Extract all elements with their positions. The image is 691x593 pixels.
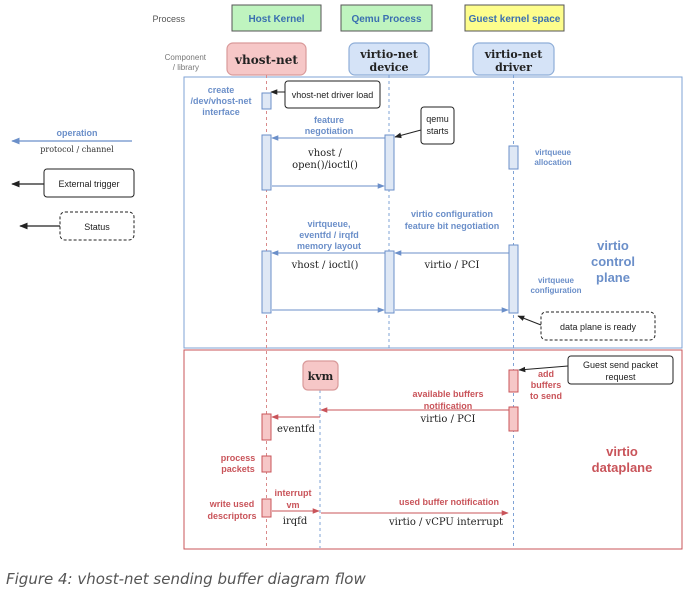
device-activation-layout xyxy=(384,250,395,314)
driver-activation-add-buffers xyxy=(508,369,519,393)
virtio-net-device-label-2: device xyxy=(370,61,409,74)
process-guest: Guest kernel space xyxy=(469,14,561,25)
avail-buffers-label-2: notification xyxy=(424,401,473,411)
vhost-activation-write xyxy=(261,498,272,518)
process-packets-label-1: process xyxy=(221,453,256,463)
guest-send-arrow xyxy=(518,365,569,373)
dataplane-label-1: virtio xyxy=(606,444,638,459)
dataplane-frame xyxy=(183,349,683,550)
component-label-sub: / library xyxy=(173,63,199,72)
data-plane-ready-label: data plane is ready xyxy=(560,322,637,332)
eventfd-label: eventfd xyxy=(277,424,316,435)
figure-caption: Figure 4: vhost-net sending buffer diagr… xyxy=(6,570,366,588)
avail-buffers-label-1: available buffers xyxy=(412,389,483,399)
vhost-activation-eventfd xyxy=(261,413,272,441)
vhost-activation-process xyxy=(261,455,272,473)
virtio-pci-label: virtio / PCI xyxy=(424,260,480,271)
vcpu-interrupt-label: virtio / vCPU interrupt xyxy=(388,517,503,528)
dataplane-label-2: dataplane xyxy=(592,460,653,475)
control-plane-label-3: plane xyxy=(596,270,630,285)
process-packets-label-2: packets xyxy=(221,464,255,474)
add-buffers-label-2: buffers xyxy=(531,380,562,390)
vq-alloc-label-1: virtqueue xyxy=(535,148,572,157)
guest-send-label-1: Guest send packet xyxy=(583,360,659,370)
vq-layout-label-2: eventfd / irqfd xyxy=(299,230,359,240)
virtio-net-driver-label-1: virtio-net xyxy=(484,48,544,61)
vq-config-label-2: configuration xyxy=(530,286,581,295)
driver-activation-notify xyxy=(508,406,519,432)
write-used-label-1: write used xyxy=(209,499,255,509)
control-plane-label-1: virtio xyxy=(597,238,629,253)
vhost-open-label-1: vhost / xyxy=(307,148,342,159)
feature-negotiation-label-2: negotiation xyxy=(305,126,354,136)
qemu-starts-label-1: qemu xyxy=(426,114,449,124)
driver-activation-vq-alloc xyxy=(508,145,519,170)
legend-protocol-label: protocol / channel xyxy=(40,145,114,154)
driver-load-box xyxy=(284,80,381,109)
vq-layout-label-1: virtqueue, xyxy=(307,219,350,229)
create-label-1: create xyxy=(208,85,235,95)
qemu-starts-label-2: starts xyxy=(426,126,449,136)
process-qemu-box xyxy=(340,4,433,32)
avail-virtio-pci-label: virtio / PCI xyxy=(420,414,476,425)
driver-load-label: vhost-net driver load xyxy=(292,90,374,100)
interrupt-vm-label-1: interrupt xyxy=(275,488,312,498)
process-host-kernel-box xyxy=(231,4,322,32)
vhost-activation-feature xyxy=(261,134,272,191)
vhost-ioctl-label: vhost / ioctl() xyxy=(291,260,359,271)
vhost-open-label-2: open()/ioctl() xyxy=(292,160,358,171)
used-notif-label: used buffer notification xyxy=(399,497,499,507)
legend-external-trigger-label: External trigger xyxy=(58,179,119,189)
component-label: Component xyxy=(165,53,207,62)
data-plane-ready-box xyxy=(540,311,656,341)
control-plane-frame xyxy=(183,76,683,349)
feature-negotiation-label-1: feature xyxy=(314,115,344,125)
device-activation-feature xyxy=(384,134,395,191)
qemu-starts-box xyxy=(420,106,455,145)
driver-activation-config xyxy=(508,244,519,314)
virtio-net-device-label-1: virtio-net xyxy=(359,48,419,61)
add-buffers-label-3: to send xyxy=(530,391,562,401)
process-qemu: Qemu Process xyxy=(351,14,421,25)
virtio-config-label-2: feature bit negotiation xyxy=(405,221,500,231)
kvm-component xyxy=(302,360,339,391)
vhost-activation-create xyxy=(261,92,272,110)
vq-alloc-label-2: allocation xyxy=(534,158,571,167)
add-buffers-label-1: add xyxy=(538,369,554,379)
interrupt-vm-label-2: vm xyxy=(286,500,299,510)
create-label-3: interface xyxy=(202,107,240,117)
control-plane-label-2: control xyxy=(591,254,635,269)
qemu-starts-arrow xyxy=(394,129,422,139)
legend-external-trigger-box xyxy=(43,168,135,198)
guest-send-label-2: request xyxy=(605,372,636,382)
data-plane-ready-arrow xyxy=(517,315,542,326)
virtio-config-label-1: virtio configuration xyxy=(411,209,493,219)
legend-status-label: Status xyxy=(84,222,110,232)
irqfd-label: irqfd xyxy=(283,516,308,527)
vq-layout-label-3: memory layout xyxy=(297,241,361,251)
legend-operation-label: operation xyxy=(56,128,97,138)
vhost-activation-layout xyxy=(261,250,272,314)
legend-status-box xyxy=(59,211,135,241)
kvm-label: kvm xyxy=(308,370,334,383)
process-label: Process xyxy=(152,14,185,24)
vq-config-label-1: virtqueue xyxy=(538,276,575,285)
process-host-kernel: Host Kernel xyxy=(248,14,304,25)
process-guest-box xyxy=(464,4,565,32)
write-used-label-2: descriptors xyxy=(207,511,256,521)
create-label-2: /dev/vhost-net xyxy=(190,96,251,106)
vhost-net-label: vhost-net xyxy=(234,53,298,67)
guest-send-box xyxy=(567,355,674,385)
virtio-net-driver-label-2: driver xyxy=(495,61,532,74)
